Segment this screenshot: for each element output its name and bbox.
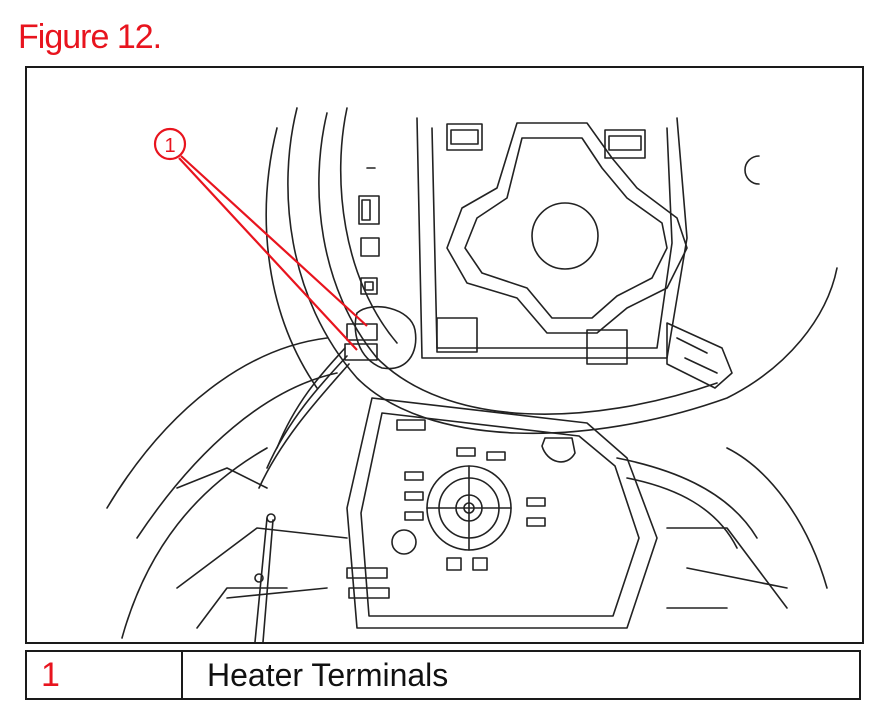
housing-arc-inner	[318, 112, 718, 415]
legend-table: 1 Heater Terminals	[25, 650, 861, 700]
c-mark	[744, 155, 760, 185]
motor-hub	[531, 202, 599, 270]
legend-description: Heater Terminals	[207, 657, 449, 693]
callout-1	[153, 127, 368, 351]
callout-leader-lower	[178, 157, 358, 351]
callout-number: 1	[164, 135, 175, 157]
mirror-diagram: 1	[106, 107, 838, 642]
motor-plate	[446, 122, 688, 334]
callout-circle	[153, 127, 187, 161]
glass-plate	[346, 397, 658, 629]
motor-frame	[416, 117, 688, 359]
figure-title: Figure 12.	[18, 18, 162, 56]
legend-number: 1	[27, 652, 183, 698]
callout-leader-upper	[180, 155, 368, 327]
diagram-frame: 1	[25, 66, 864, 644]
housing-arc-outer	[287, 107, 838, 435]
